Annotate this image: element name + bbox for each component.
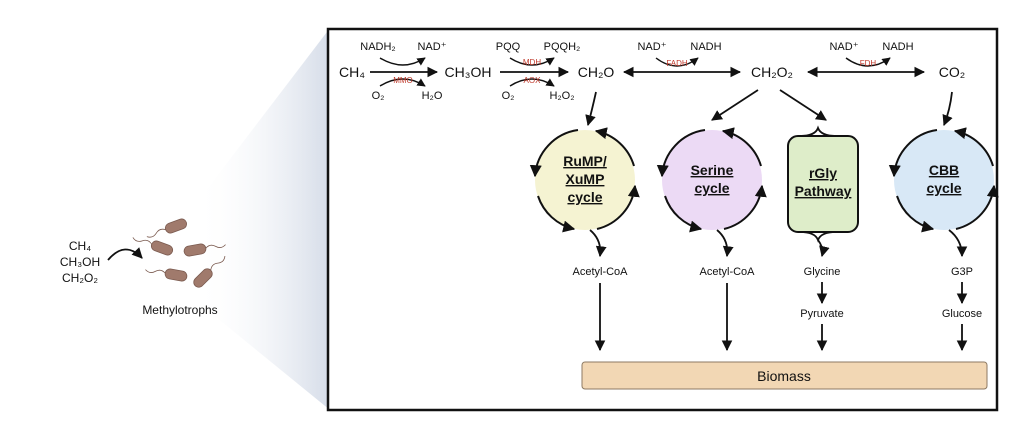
- cbb-exit-arrow: [948, 229, 968, 258]
- mmo-cofactor-arc-top: [379, 57, 426, 66]
- fdh-cofactor-arc: [845, 57, 891, 67]
- metabolite-ch3oh: CH₃OH: [445, 64, 492, 80]
- serine-cycle-arc-4: [721, 127, 762, 167]
- rump-exit-arrow: [589, 229, 607, 258]
- cofactor-nad-plus-2: NAD⁺: [637, 41, 666, 53]
- serine-cycle-node: [662, 130, 762, 230]
- ch2o2-to-rgly-arrow: [779, 89, 827, 121]
- cofactor-pqq: PQQ: [496, 41, 521, 53]
- rgly-label-line1: rGly: [809, 165, 837, 181]
- rump-cycle-label-line3: cycle: [567, 189, 602, 205]
- fadh-cofactor-arc: [655, 57, 699, 67]
- enzyme-mdh: MDH: [523, 58, 541, 67]
- product-acetyl-coa-serine: Acetyl-CoA: [699, 266, 755, 278]
- metabolite-ch4: CH₄: [339, 64, 365, 80]
- metabolite-co2: CO₂: [939, 64, 965, 80]
- cbb-cycle-arc-1: [888, 129, 938, 178]
- bacteria-cluster-image: [132, 218, 226, 288]
- biomass-label: Biomass: [757, 368, 811, 384]
- product-g3p: G3P: [951, 266, 973, 278]
- serine-cycle-arc-3: [723, 184, 767, 230]
- cbb-cycle-label-line1: CBB: [929, 162, 959, 178]
- cbb-cycle-node: [894, 130, 994, 230]
- methylotrophs-label: Methylotrophs: [142, 303, 217, 317]
- cbb-cycle-arc-3: [955, 184, 999, 230]
- serine-cycle-label-line2: cycle: [694, 180, 729, 196]
- mdh-cofactor-arc-top: [509, 57, 555, 66]
- aox-cofactor-arc-bottom: [509, 78, 555, 87]
- enzyme-fdh: FDH: [860, 59, 877, 68]
- serine-exit-arrow: [716, 229, 734, 258]
- rump-cycle-label-line1: RuMP/: [563, 153, 607, 169]
- cofactor-nad-plus-3: NAD⁺: [829, 41, 858, 53]
- rgly-pathway-node: [787, 135, 859, 233]
- ch2o-to-rump-arrow: [585, 91, 597, 127]
- substrate-to-bacteria-arrow: [107, 247, 143, 261]
- rgly-label-line2: Pathway: [795, 183, 852, 199]
- product-glucose: Glucose: [942, 308, 982, 320]
- mmo-cofactor-arc-bottom: [379, 78, 426, 87]
- enzyme-aox: AOX: [524, 76, 542, 85]
- enzyme-fadh: FADH: [666, 59, 688, 68]
- cofactor-nadh-2: NADH: [882, 41, 913, 53]
- product-glycine: Glycine: [804, 266, 841, 278]
- zoom-funnel: [195, 28, 330, 410]
- product-pyruvate: Pyruvate: [800, 308, 843, 320]
- substrate-ch4: CH₄: [69, 239, 91, 253]
- rump-cycle-arc-1: [529, 129, 579, 178]
- product-acetyl-coa-rump: Acetyl-CoA: [572, 266, 628, 278]
- enzyme-mmo: MMO: [393, 76, 413, 85]
- rump-cycle-arc-4: [594, 127, 635, 167]
- cofactor-h2o: H₂O: [422, 90, 443, 102]
- rump-cycle-arc-2: [537, 195, 576, 233]
- metabolite-ch2o2: CH₂O₂: [751, 64, 793, 80]
- cbb-cycle-arc-2: [896, 195, 935, 233]
- rump-cycle-arc-3: [596, 184, 640, 230]
- cofactor-o2-1: O₂: [372, 90, 385, 102]
- cbb-cycle-arc-4: [953, 127, 994, 167]
- rgly-exit-arrow: [817, 239, 830, 258]
- rump-cycle-label-line2: XuMP: [566, 171, 605, 187]
- pathway-panel: [326, 27, 999, 412]
- cofactor-nadh2: NADH₂: [360, 41, 395, 53]
- co2-to-cbb-arrow: [942, 91, 953, 127]
- biomass-bar: [581, 361, 988, 390]
- substrate-ch2o2: CH₂O₂: [62, 271, 98, 285]
- substrate-ch3oh: CH₃OH: [60, 255, 100, 269]
- cofactor-o2-2: O₂: [502, 90, 515, 102]
- rgly-top-brace: [799, 125, 837, 137]
- cofactor-nadh-1: NADH: [690, 41, 721, 53]
- ch2o2-to-serine-arrow: [711, 89, 759, 121]
- serine-cycle-arc-2: [664, 195, 703, 233]
- cbb-cycle-label-line2: cycle: [926, 180, 961, 196]
- cofactor-nad-plus-1: NAD⁺: [417, 41, 446, 53]
- metabolite-ch2o: CH₂O: [578, 64, 615, 80]
- serine-cycle-arc-1: [656, 129, 706, 178]
- cofactor-h2o2: H₂O₂: [549, 90, 574, 102]
- rump-cycle-node: [535, 130, 635, 230]
- serine-cycle-label-line1: Serine: [691, 162, 734, 178]
- cofactor-pqqh2: PQQH₂: [544, 41, 581, 53]
